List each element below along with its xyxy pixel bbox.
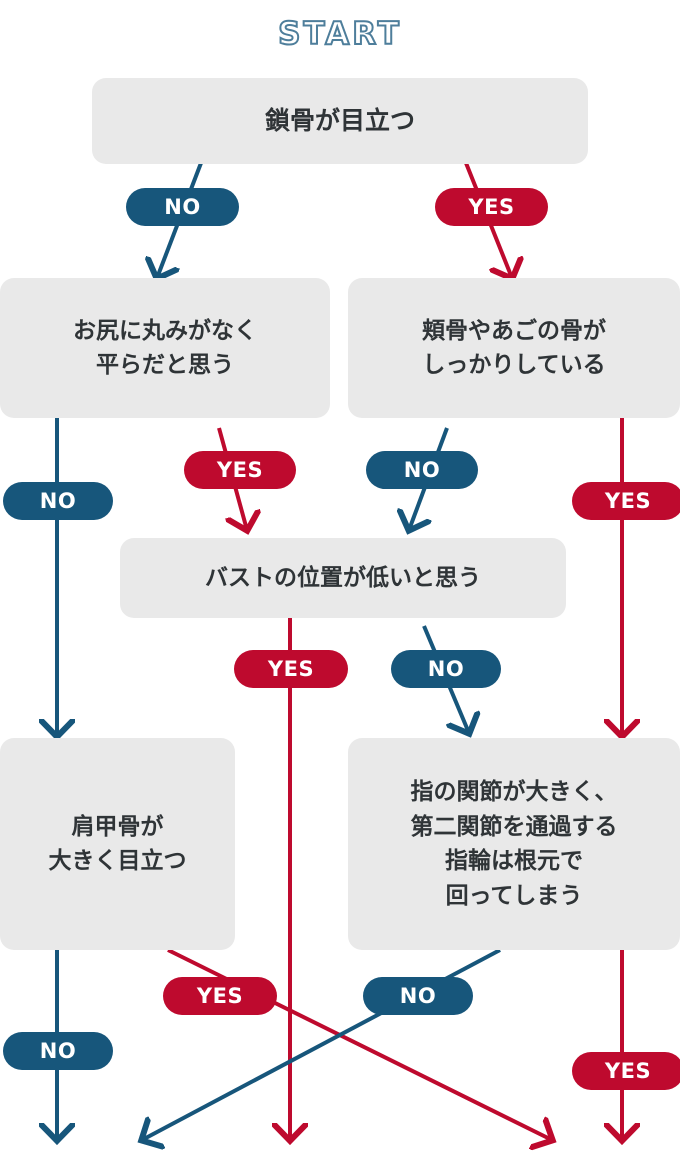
branch-pill-yes-4[interactable]: YES bbox=[234, 650, 348, 688]
question-box-5-text: 肩甲骨が 大きく目立つ bbox=[48, 813, 187, 875]
question-box-6: 指の関節が大きく、 第二関節を通過する 指輪は根元で 回ってしまう bbox=[348, 738, 680, 950]
question-box-6-text: 指の関節が大きく、 第二関節を通過する 指輪は根元で 回ってしまう bbox=[410, 779, 618, 909]
page-title: START bbox=[277, 15, 402, 53]
question-box-1: 鎖骨が目立つ bbox=[92, 78, 588, 164]
branch-pill-label: YES bbox=[604, 1059, 652, 1083]
branch-pill-yes-6[interactable]: YES bbox=[572, 1052, 680, 1090]
branch-pill-label: NO bbox=[39, 1039, 77, 1063]
branch-pill-label: YES bbox=[216, 458, 264, 482]
branch-pill-label: NO bbox=[427, 657, 465, 681]
question-box-1-text: 鎖骨が目立つ bbox=[264, 106, 415, 136]
branch-pill-label: YES bbox=[468, 195, 515, 219]
branch-pill-yes-1[interactable]: YES bbox=[435, 188, 548, 226]
branch-pill-label: NO bbox=[39, 489, 77, 513]
branch-pill-label: NO bbox=[399, 984, 437, 1008]
question-box-3-text: 頬骨やあごの骨が しっかりしている bbox=[422, 317, 606, 379]
question-box-2-text: お尻に丸みがなく 平らだと思う bbox=[73, 317, 257, 379]
branch-pill-yes-3[interactable]: YES bbox=[572, 482, 680, 520]
branch-pill-yes-5[interactable]: YES bbox=[163, 977, 277, 1015]
question-box-2: お尻に丸みがなく 平らだと思う bbox=[0, 278, 330, 418]
branch-pill-label: YES bbox=[267, 657, 315, 681]
branch-pill-label: YES bbox=[604, 489, 652, 513]
branch-pill-label: YES bbox=[196, 984, 244, 1008]
branch-pill-no-2[interactable]: NO bbox=[3, 482, 113, 520]
branch-pill-no-6[interactable]: NO bbox=[363, 977, 473, 1015]
branch-pill-no-3[interactable]: NO bbox=[366, 451, 478, 489]
branch-pill-label: NO bbox=[403, 458, 441, 482]
branch-pill-yes-2[interactable]: YES bbox=[184, 451, 296, 489]
question-box-3: 頬骨やあごの骨が しっかりしている bbox=[348, 278, 680, 418]
branch-pill-label: NO bbox=[164, 195, 201, 219]
question-box-4-text: バストの位置が低いと思う bbox=[205, 564, 481, 591]
question-box-5: 肩甲骨が 大きく目立つ bbox=[0, 738, 235, 950]
branch-pill-no-5[interactable]: NO bbox=[3, 1032, 113, 1070]
branch-pill-no-4[interactable]: NO bbox=[391, 650, 501, 688]
question-box-4: バストの位置が低いと思う bbox=[120, 538, 566, 618]
branch-pill-no-1[interactable]: NO bbox=[126, 188, 239, 226]
